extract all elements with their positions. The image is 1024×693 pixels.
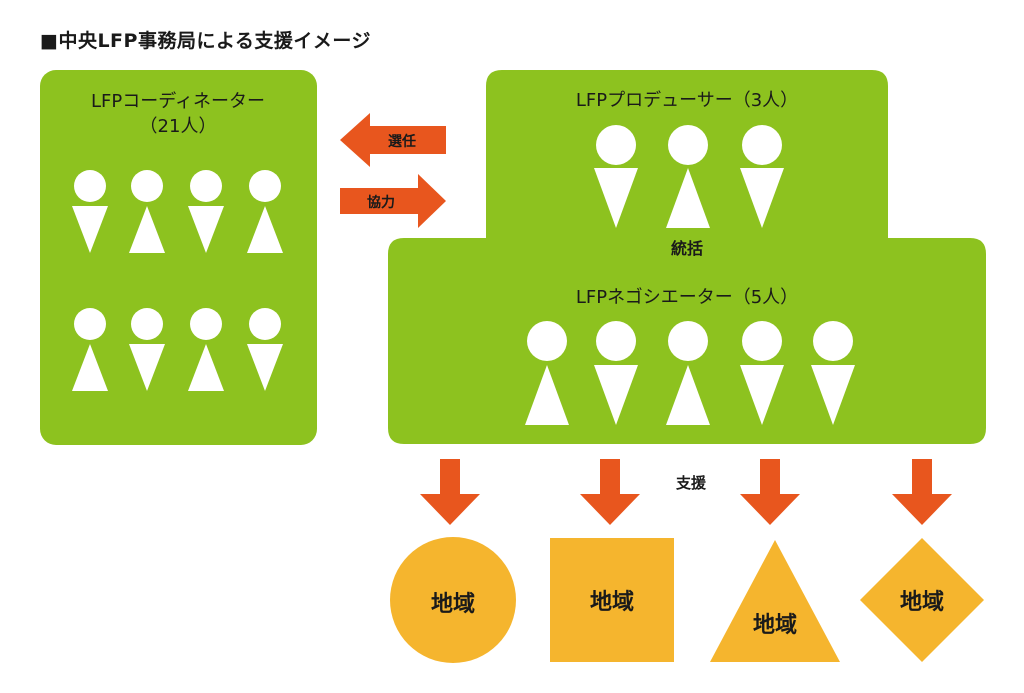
person-head [131,170,163,202]
region-circle: 地域 [390,537,516,663]
negotiator-person-icon [525,321,569,425]
person-head [249,170,281,202]
people-icons [72,125,855,425]
support-down-arrow [892,459,952,525]
support-label: 支援 [675,474,707,492]
coordinator-person-icon [188,308,224,391]
coordinator-person-icon [247,308,283,391]
person-head [74,170,106,202]
support-down-arrow [740,459,800,525]
region-shapes: 地域地域地域地域 [390,537,984,663]
person-head [668,125,708,165]
region-label: 地域 [590,589,634,615]
region-label: 地域 [753,612,797,638]
support-down-arrow [580,459,640,525]
region-circle-shape [390,537,516,663]
coordinator-person-icon [129,170,165,253]
appoint-label: 選任 [388,133,416,150]
negotiator-person-icon [666,321,710,425]
person-head [813,321,853,361]
region-triangle: 地域 [710,540,840,662]
cooperate-arrow [340,174,446,228]
negotiator-person-icon [594,321,638,425]
coordinator-person-icon [247,170,283,253]
producer-person-icon [666,125,710,228]
coordinator-label: LFPコーディネーター [91,91,265,112]
producer-person-icon [740,125,784,228]
person-body [666,168,710,228]
person-body [247,206,283,253]
coordinator-person-icon [188,170,224,253]
region-label: 地域 [900,589,944,615]
producer-person-icon [594,125,638,228]
person-head [596,125,636,165]
coordinator-person-icon [129,308,165,391]
person-head [190,308,222,340]
region-label: 地域 [431,591,475,617]
person-body [129,344,165,391]
appoint-arrow [340,113,446,167]
negotiator-label: LFPネゴシエーター（5人） [576,287,798,308]
person-body [525,365,569,425]
diagram-title: ■中央LFP事務局による支援イメージ [40,30,372,52]
person-body [740,168,784,228]
negotiator-person-icon [740,321,784,425]
producer-label: LFPプロデューサー（3人） [576,90,798,111]
coordinator-panel [40,70,317,445]
negotiator-person-icon [811,321,855,425]
region-diamond: 地域 [860,538,984,662]
support-down-arrow [420,459,480,525]
person-head [190,170,222,202]
person-body [72,206,108,253]
region-diamond-shape [860,538,984,662]
person-body [188,344,224,391]
region-square-shape [550,538,674,662]
person-body [811,365,855,425]
support-arrows [420,459,952,525]
person-body [188,206,224,253]
coordinator-person-icon [72,170,108,253]
person-head [742,321,782,361]
person-head [131,308,163,340]
person-head [74,308,106,340]
person-head [668,321,708,361]
person-head [249,308,281,340]
person-body [666,365,710,425]
person-body [72,344,108,391]
person-head [527,321,567,361]
person-body [594,365,638,425]
person-body [247,344,283,391]
person-body [129,206,165,253]
coordinator-count-label: （21人） [140,116,217,137]
person-body [594,168,638,228]
region-triangle-shape [710,540,840,662]
coordinator-person-icon [72,308,108,391]
person-head [596,321,636,361]
region-square: 地域 [550,538,674,662]
person-body [740,365,784,425]
person-head [742,125,782,165]
cooperate-label: 協力 [367,194,395,211]
integrate-label: 統括 [671,239,703,258]
